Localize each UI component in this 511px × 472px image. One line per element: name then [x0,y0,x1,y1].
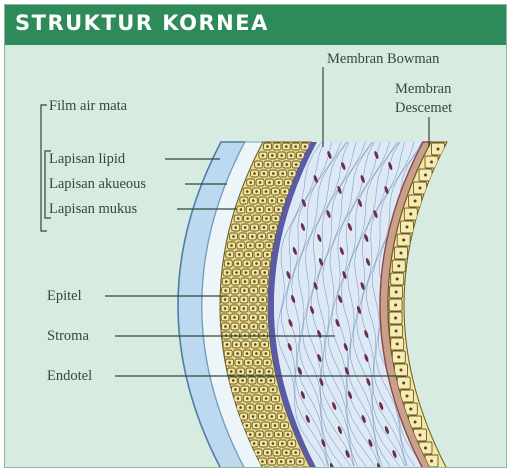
label-membran-bowman: Membran Bowman [327,51,440,67]
label-membran-descemet-1: Membran [395,81,452,97]
label-lapisan-mukus: Lapisan mukus [49,201,138,217]
label-film-air-mata: Film air mata [49,98,128,114]
label-stroma: Stroma [47,328,89,344]
label-membran-descemet-2: Descemet [395,100,452,116]
label-epitel: Epitel [47,288,82,304]
bracket-film-air-mata [41,105,47,231]
cornea-diagram: Membran Bowman Membran Descemet Film air… [5,5,507,468]
label-endotel: Endotel [47,368,92,384]
label-lapisan-akueous: Lapisan akueous [49,176,146,192]
diagram-panel: STRUKTUR KORNEA Membran Bowman Membran D… [4,4,507,468]
label-lapisan-lipid: Lapisan lipid [49,151,126,167]
